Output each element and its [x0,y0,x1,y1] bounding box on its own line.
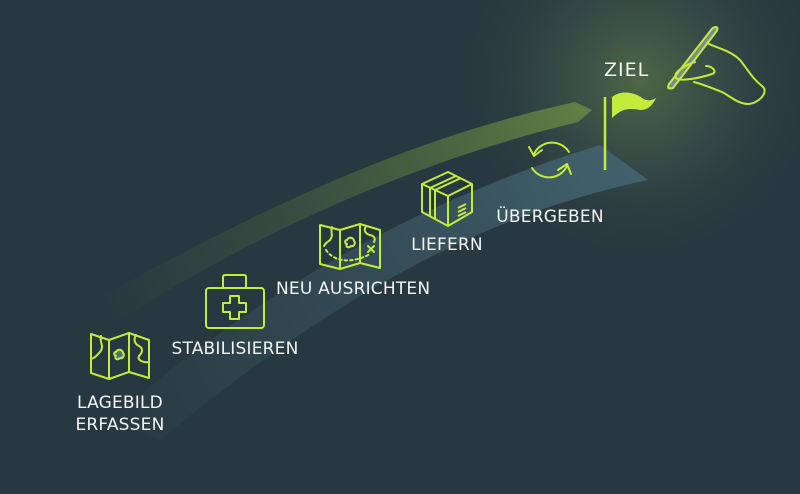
step-neu-ausrichten: NEU AUSRICHTEN [276,222,431,300]
step-lagebild-erfassen: LAGEBILD ERFASSEN [68,330,172,436]
step-label: LAGEBILD [77,393,163,413]
map-icon [90,332,150,380]
step-label-line2: ERFASSEN [75,415,165,435]
goal-label: ZIEL [604,59,650,81]
step-liefern: LIEFERN [402,170,492,256]
step-uebergeben: ÜBERGEBEN [494,134,606,228]
treasure-map-icon [319,223,381,270]
step-label: ÜBERGEBEN [496,207,604,227]
step-stabilisieren: STABILISIEREN [170,274,300,360]
step-label: NEU AUSRICHTEN [276,279,431,299]
step-label: STABILISIEREN [171,339,299,359]
package-box-icon [421,171,473,227]
first-aid-kit-icon [205,274,265,329]
cycle-arrows-icon [528,141,572,179]
step-label: LIEFERN [411,235,483,255]
